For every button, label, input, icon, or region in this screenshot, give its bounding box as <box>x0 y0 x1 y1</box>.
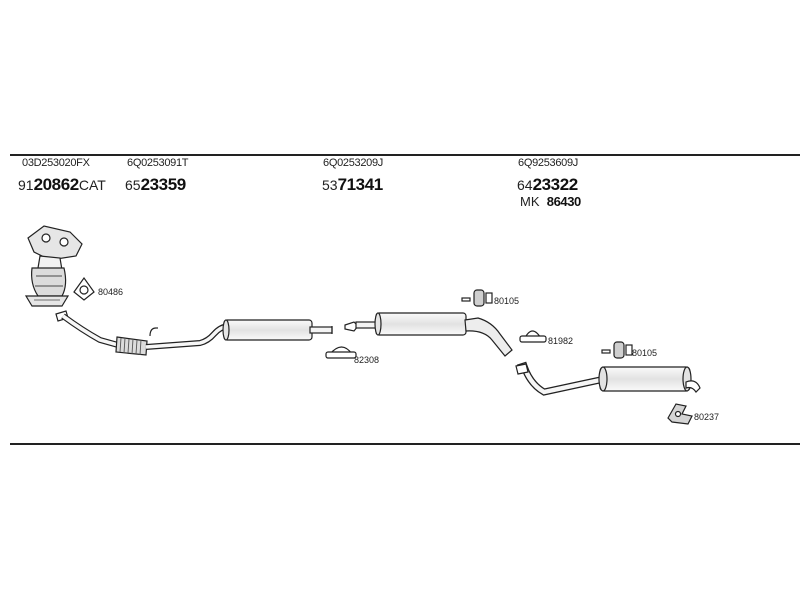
part-code-prefix: 65 <box>125 177 141 193</box>
part-code-suffix: CAT <box>78 177 106 193</box>
part-code-prefix: 91 <box>18 177 34 193</box>
part-code-middle-silencer: 5371341 <box>322 176 383 193</box>
kit-number: 86430 <box>546 194 582 209</box>
mounting-kit-code: MK 86430 <box>520 195 581 208</box>
rubber-hanger-icon <box>461 289 493 307</box>
kit-prefix: MK <box>520 194 540 209</box>
bottom-divider <box>10 443 800 445</box>
front-silencer <box>222 319 333 341</box>
middle-silencer <box>344 312 513 357</box>
part-code-prefix: 53 <box>322 177 338 193</box>
part-label-clamp: 81982 <box>548 336 573 346</box>
part-code-rear-silencer: 6423322 <box>517 176 578 193</box>
part-code-main: 23322 <box>532 175 579 194</box>
part-code-main: 71341 <box>337 175 384 194</box>
clamp-icon <box>325 346 357 359</box>
part-code-prefix: 64 <box>517 177 533 193</box>
oem-number-middle-silencer: 6Q0253209J <box>323 157 383 169</box>
rubber-hanger-icon <box>601 341 633 359</box>
part-label-hanger: 80105 <box>632 348 657 358</box>
part-code-front-pipe: 6523359 <box>125 176 186 193</box>
clamp-icon <box>519 330 547 343</box>
mounting-bracket-icon <box>667 403 693 425</box>
front-pipe <box>55 310 229 356</box>
oem-number-front-pipe: 6Q0253091T <box>127 157 189 169</box>
part-label-clamp: 82308 <box>354 355 379 365</box>
part-label-bracket: 80237 <box>694 412 719 422</box>
rear-silencer <box>515 361 701 396</box>
top-divider <box>10 154 800 156</box>
gasket-icon <box>73 276 95 301</box>
catalytic-converter <box>24 225 83 307</box>
oem-number-rear-silencer: 6Q9253609J <box>518 157 578 169</box>
part-code-main: 20862 <box>33 175 80 194</box>
part-label-gasket: 80486 <box>98 287 123 297</box>
part-code-catalyst: 9120862CAT <box>18 176 106 193</box>
part-code-main: 23359 <box>140 175 187 194</box>
oem-number-catalyst: 03D253020FX <box>22 157 90 169</box>
part-label-hanger: 80105 <box>494 296 519 306</box>
